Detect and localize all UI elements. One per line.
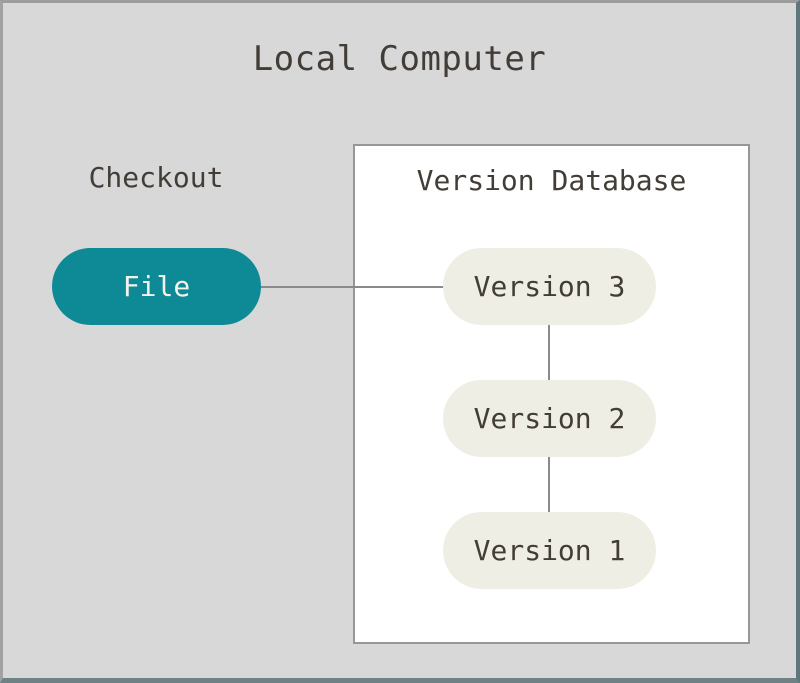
connector-version2-to-version1	[548, 455, 550, 514]
connector-version3-to-version2	[548, 323, 550, 382]
version-3-pill: Version 3	[443, 248, 656, 325]
connector-file-to-version3	[258, 286, 446, 288]
version-database-label: Version Database	[416, 164, 687, 197]
file-pill: File	[52, 248, 261, 325]
diagram-title: Local Computer	[252, 39, 547, 79]
version-1-pill: Version 1	[443, 512, 656, 589]
checkout-label: Checkout	[88, 161, 224, 194]
version-2-pill: Version 2	[443, 380, 656, 457]
